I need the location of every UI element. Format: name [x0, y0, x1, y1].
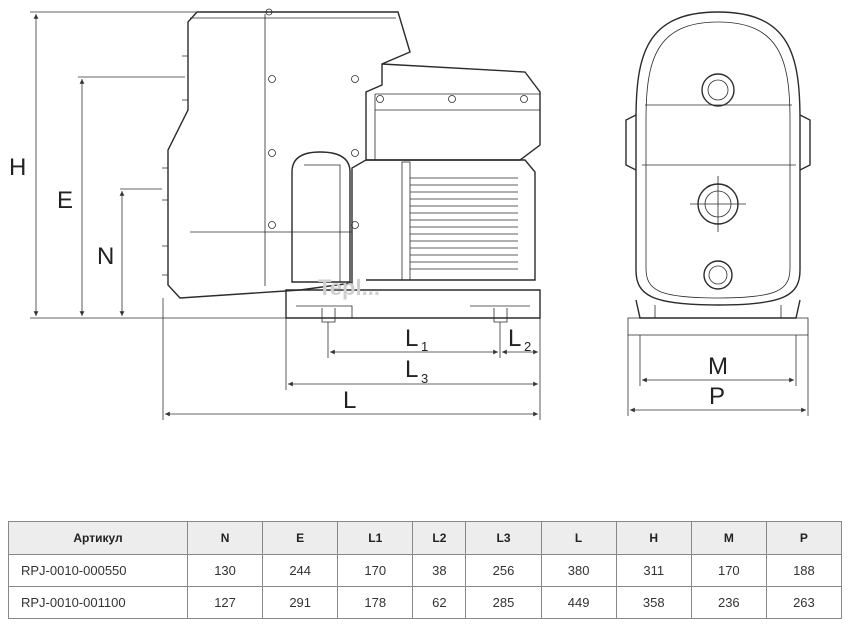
- pump-side-view: Tepl...: [162, 8, 541, 323]
- table-cell-article: RPJ-0010-001100: [8, 586, 188, 619]
- table-cell: 188: [765, 554, 843, 587]
- table-row: RPJ-0010-000550 130 244 170 38 256 380 3…: [8, 554, 843, 587]
- table-cell: 170: [337, 554, 414, 587]
- column-header: Артикул: [8, 521, 188, 555]
- column-header: L2: [412, 521, 467, 555]
- pump-dimension-drawing: Tepl...: [9, 8, 811, 420]
- column-header: L: [540, 521, 617, 555]
- table-cell: 236: [690, 586, 767, 619]
- dim-label-n: N: [97, 243, 114, 270]
- table-cell-article: RPJ-0010-000550: [8, 554, 188, 587]
- table-cell: 256: [465, 554, 542, 587]
- dim-label-l2-sub: 2: [524, 339, 531, 354]
- table-cell: 449: [540, 586, 617, 619]
- dim-label-h: H: [9, 154, 26, 181]
- column-header: L3: [465, 521, 542, 555]
- cooling-fins: [410, 177, 518, 270]
- table-cell: 178: [337, 586, 414, 619]
- column-header: E: [262, 521, 339, 555]
- table-cell: 291: [262, 586, 339, 619]
- table-cell: 285: [465, 586, 542, 619]
- dim-label-l2: L: [508, 325, 521, 352]
- dim-label-l1: L: [405, 325, 418, 352]
- pump-front-view: [625, 11, 811, 336]
- table-header-row: Артикул N E L1 L2 L3 L H M P: [8, 521, 843, 555]
- table-cell: 38: [412, 554, 467, 587]
- dim-label-l3-sub: 3: [421, 371, 428, 386]
- table-cell: 358: [615, 586, 692, 619]
- table-cell: 127: [186, 586, 264, 619]
- table-cell: 244: [262, 554, 339, 587]
- dimension-lines: [30, 11, 809, 420]
- dim-label-l3: L: [405, 356, 418, 383]
- dim-label-m: M: [708, 353, 728, 380]
- dim-label-l1-sub: 1: [421, 339, 428, 354]
- dim-label-e: E: [57, 187, 73, 214]
- column-header: P: [765, 521, 843, 555]
- dim-label-p: P: [709, 383, 725, 410]
- table-row: RPJ-0010-001100 127 291 178 62 285 449 3…: [8, 586, 843, 619]
- dimensions-table: Артикул N E L1 L2 L3 L H M P RPJ-0010-00…: [8, 521, 843, 619]
- table-cell: 263: [765, 586, 843, 619]
- screw-icon: [265, 8, 359, 229]
- column-header: N: [186, 521, 264, 555]
- table-cell: 130: [186, 554, 264, 587]
- table-cell: 62: [412, 586, 467, 619]
- table-cell: 170: [690, 554, 767, 587]
- column-header: M: [690, 521, 767, 555]
- watermark: Tepl...: [318, 275, 380, 300]
- column-header: L1: [337, 521, 414, 555]
- table-cell: 311: [615, 554, 692, 587]
- table-cell: 380: [540, 554, 617, 587]
- column-header: H: [615, 521, 692, 555]
- dim-label-l: L: [343, 387, 356, 414]
